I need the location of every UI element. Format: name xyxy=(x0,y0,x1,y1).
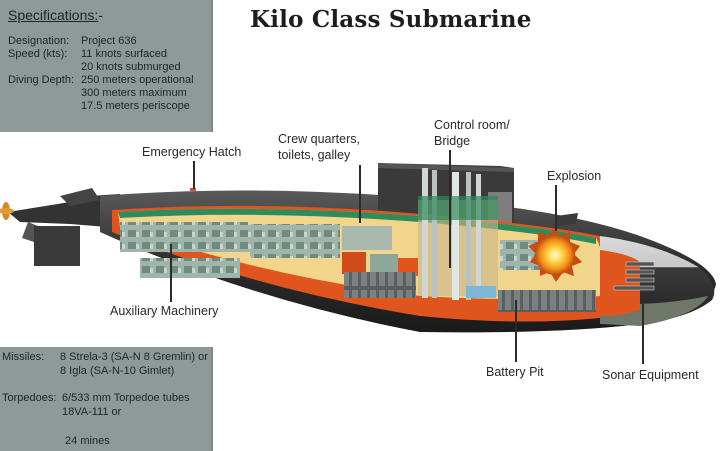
leader-explosion xyxy=(555,185,557,231)
callout-crew-quarters-line2: toilets, galley xyxy=(278,148,351,162)
leader-auxiliary-machinery xyxy=(170,244,172,302)
callout-sonar-equipment: Sonar Equipment xyxy=(602,368,699,382)
specifications-panel: Specifications:- Designation:Project 636… xyxy=(0,0,213,132)
forward-battery-pit xyxy=(498,290,596,312)
torpedo-tubes xyxy=(613,261,655,291)
callout-control-room-line1: Control room/ xyxy=(434,118,510,132)
propeller-icon xyxy=(0,202,14,220)
bow-plane xyxy=(556,213,578,226)
armament-panel: Missiles:8 Strela-3 (SA-N 8 Gremlin) or … xyxy=(0,347,213,451)
callout-control-room-line2: Bridge xyxy=(434,134,471,148)
leader-battery-pit xyxy=(515,300,517,362)
callout-crew-quarters-line1: Crew quarters, xyxy=(278,132,360,146)
control-room-area xyxy=(418,168,498,300)
stern-section xyxy=(8,188,120,266)
callout-explosion: Explosion xyxy=(547,169,602,183)
page-title: Kilo Class Submarine xyxy=(250,6,532,33)
explosion-icon xyxy=(528,229,582,282)
callout-battery-pit: Battery Pit xyxy=(486,365,544,379)
crew-quarters-area xyxy=(342,226,418,276)
leader-emergency-hatch xyxy=(193,161,195,189)
sonar-dome xyxy=(600,296,708,326)
leader-control-room xyxy=(449,150,451,268)
armament-row-torpedoes-3: 24 mines xyxy=(62,435,110,447)
emergency-hatch-marker xyxy=(190,188,196,191)
aft-battery-pit xyxy=(344,272,416,298)
leader-crew-quarters xyxy=(359,165,361,223)
specifications-heading: Specifications:- xyxy=(8,7,103,23)
leader-sonar-equipment xyxy=(642,304,644,364)
auxiliary-machinery-room xyxy=(120,222,340,278)
callout-auxiliary-machinery: Auxiliary Machinery xyxy=(110,304,219,318)
cutaway-upper-green-band xyxy=(118,208,596,244)
torpedo-room xyxy=(600,250,640,316)
callout-emergency-hatch: Emergency Hatch xyxy=(142,145,242,159)
